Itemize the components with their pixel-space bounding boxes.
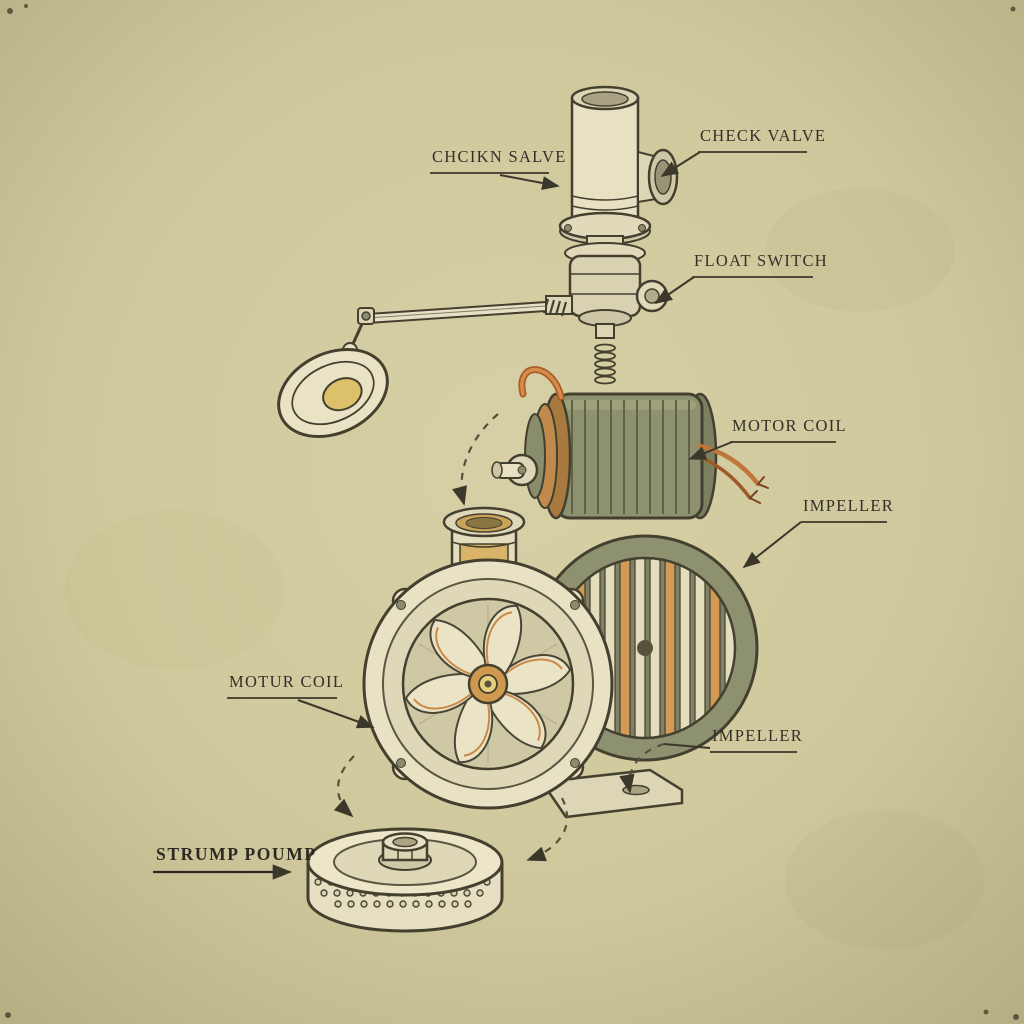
label-float-switch: FLOAT SWITCH (654, 251, 828, 304)
check-valve-body (545, 211, 669, 339)
label-leader-arrow (688, 441, 733, 460)
label-impeller-upper: IMPELLER (742, 496, 894, 569)
label-leader-arrow (660, 151, 701, 177)
label-check-valve-misspelled: CHCIKN SALVE (430, 147, 567, 190)
label-motor-coil-misspelled: MOTUR COIL (227, 672, 375, 729)
label-check-valve: CHECK VALVE (660, 126, 826, 177)
float (277, 347, 389, 439)
label-leader-arrow (499, 174, 560, 190)
label-leader-arrow (654, 276, 695, 304)
label-text: IMPELLER (803, 496, 894, 515)
label-motor-coil: MOTOR COIL (688, 416, 847, 460)
paper-stains (65, 188, 985, 950)
discharge-pipe (570, 85, 679, 224)
label-leader-arrow (297, 699, 375, 729)
scan-specks (5, 4, 1019, 1020)
float-switch-arm (342, 298, 568, 358)
strainer-base (306, 827, 504, 933)
label-text: STRUMP POUMP (156, 844, 317, 864)
label-text: FLOAT SWITCH (694, 251, 828, 270)
impeller-fan (405, 597, 571, 771)
dashed-guides (333, 742, 665, 862)
label-text: MOTUR COIL (229, 672, 344, 691)
label-sump-pump-misspelled: STRUMP POUMP (153, 844, 317, 880)
label-leader-arrow (742, 521, 802, 569)
label-text: CHCIKN SALVE (432, 147, 567, 166)
label-text: MOTOR COIL (732, 416, 847, 435)
label-impeller-lower: IMPELLER (663, 726, 803, 753)
label-text: CHECK VALVE (700, 126, 826, 145)
label-text: IMPELLER (712, 726, 803, 745)
valve-spring (594, 343, 616, 385)
label-leader (663, 743, 711, 749)
motor-fins (571, 400, 690, 514)
